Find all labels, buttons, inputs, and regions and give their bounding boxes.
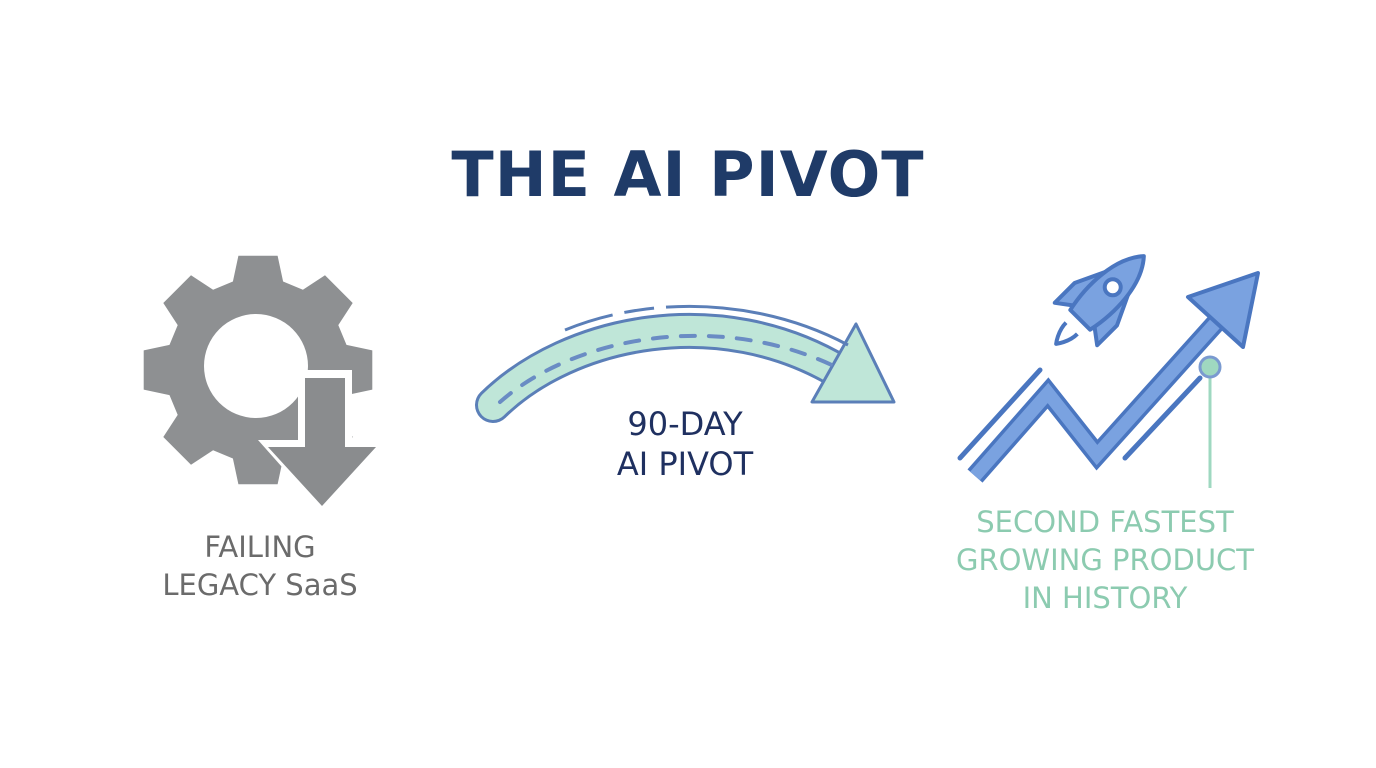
curved-arrow-icon	[475, 304, 896, 423]
pivot-label: 90-DAY AI PIVOT	[540, 404, 830, 484]
label-line: GROWING PRODUCT	[955, 543, 1255, 577]
label-line: FAILING	[204, 530, 316, 564]
rocket-growth-chart-icon	[957, 254, 1260, 488]
growth-label: SECOND FASTEST GROWING PRODUCT IN HISTOR…	[900, 503, 1310, 617]
page-title: THE AI PIVOT	[451, 138, 925, 211]
failing-legacy-label: FAILING LEGACY SaaS	[110, 528, 410, 604]
gear-down-arrow-icon	[143, 255, 384, 512]
label-line: AI PIVOT	[616, 445, 754, 483]
label-line: SECOND FASTEST	[976, 505, 1234, 539]
label-line: IN HISTORY	[1022, 581, 1188, 615]
label-line: 90-DAY	[627, 405, 743, 443]
label-line: LEGACY SaaS	[162, 568, 358, 602]
